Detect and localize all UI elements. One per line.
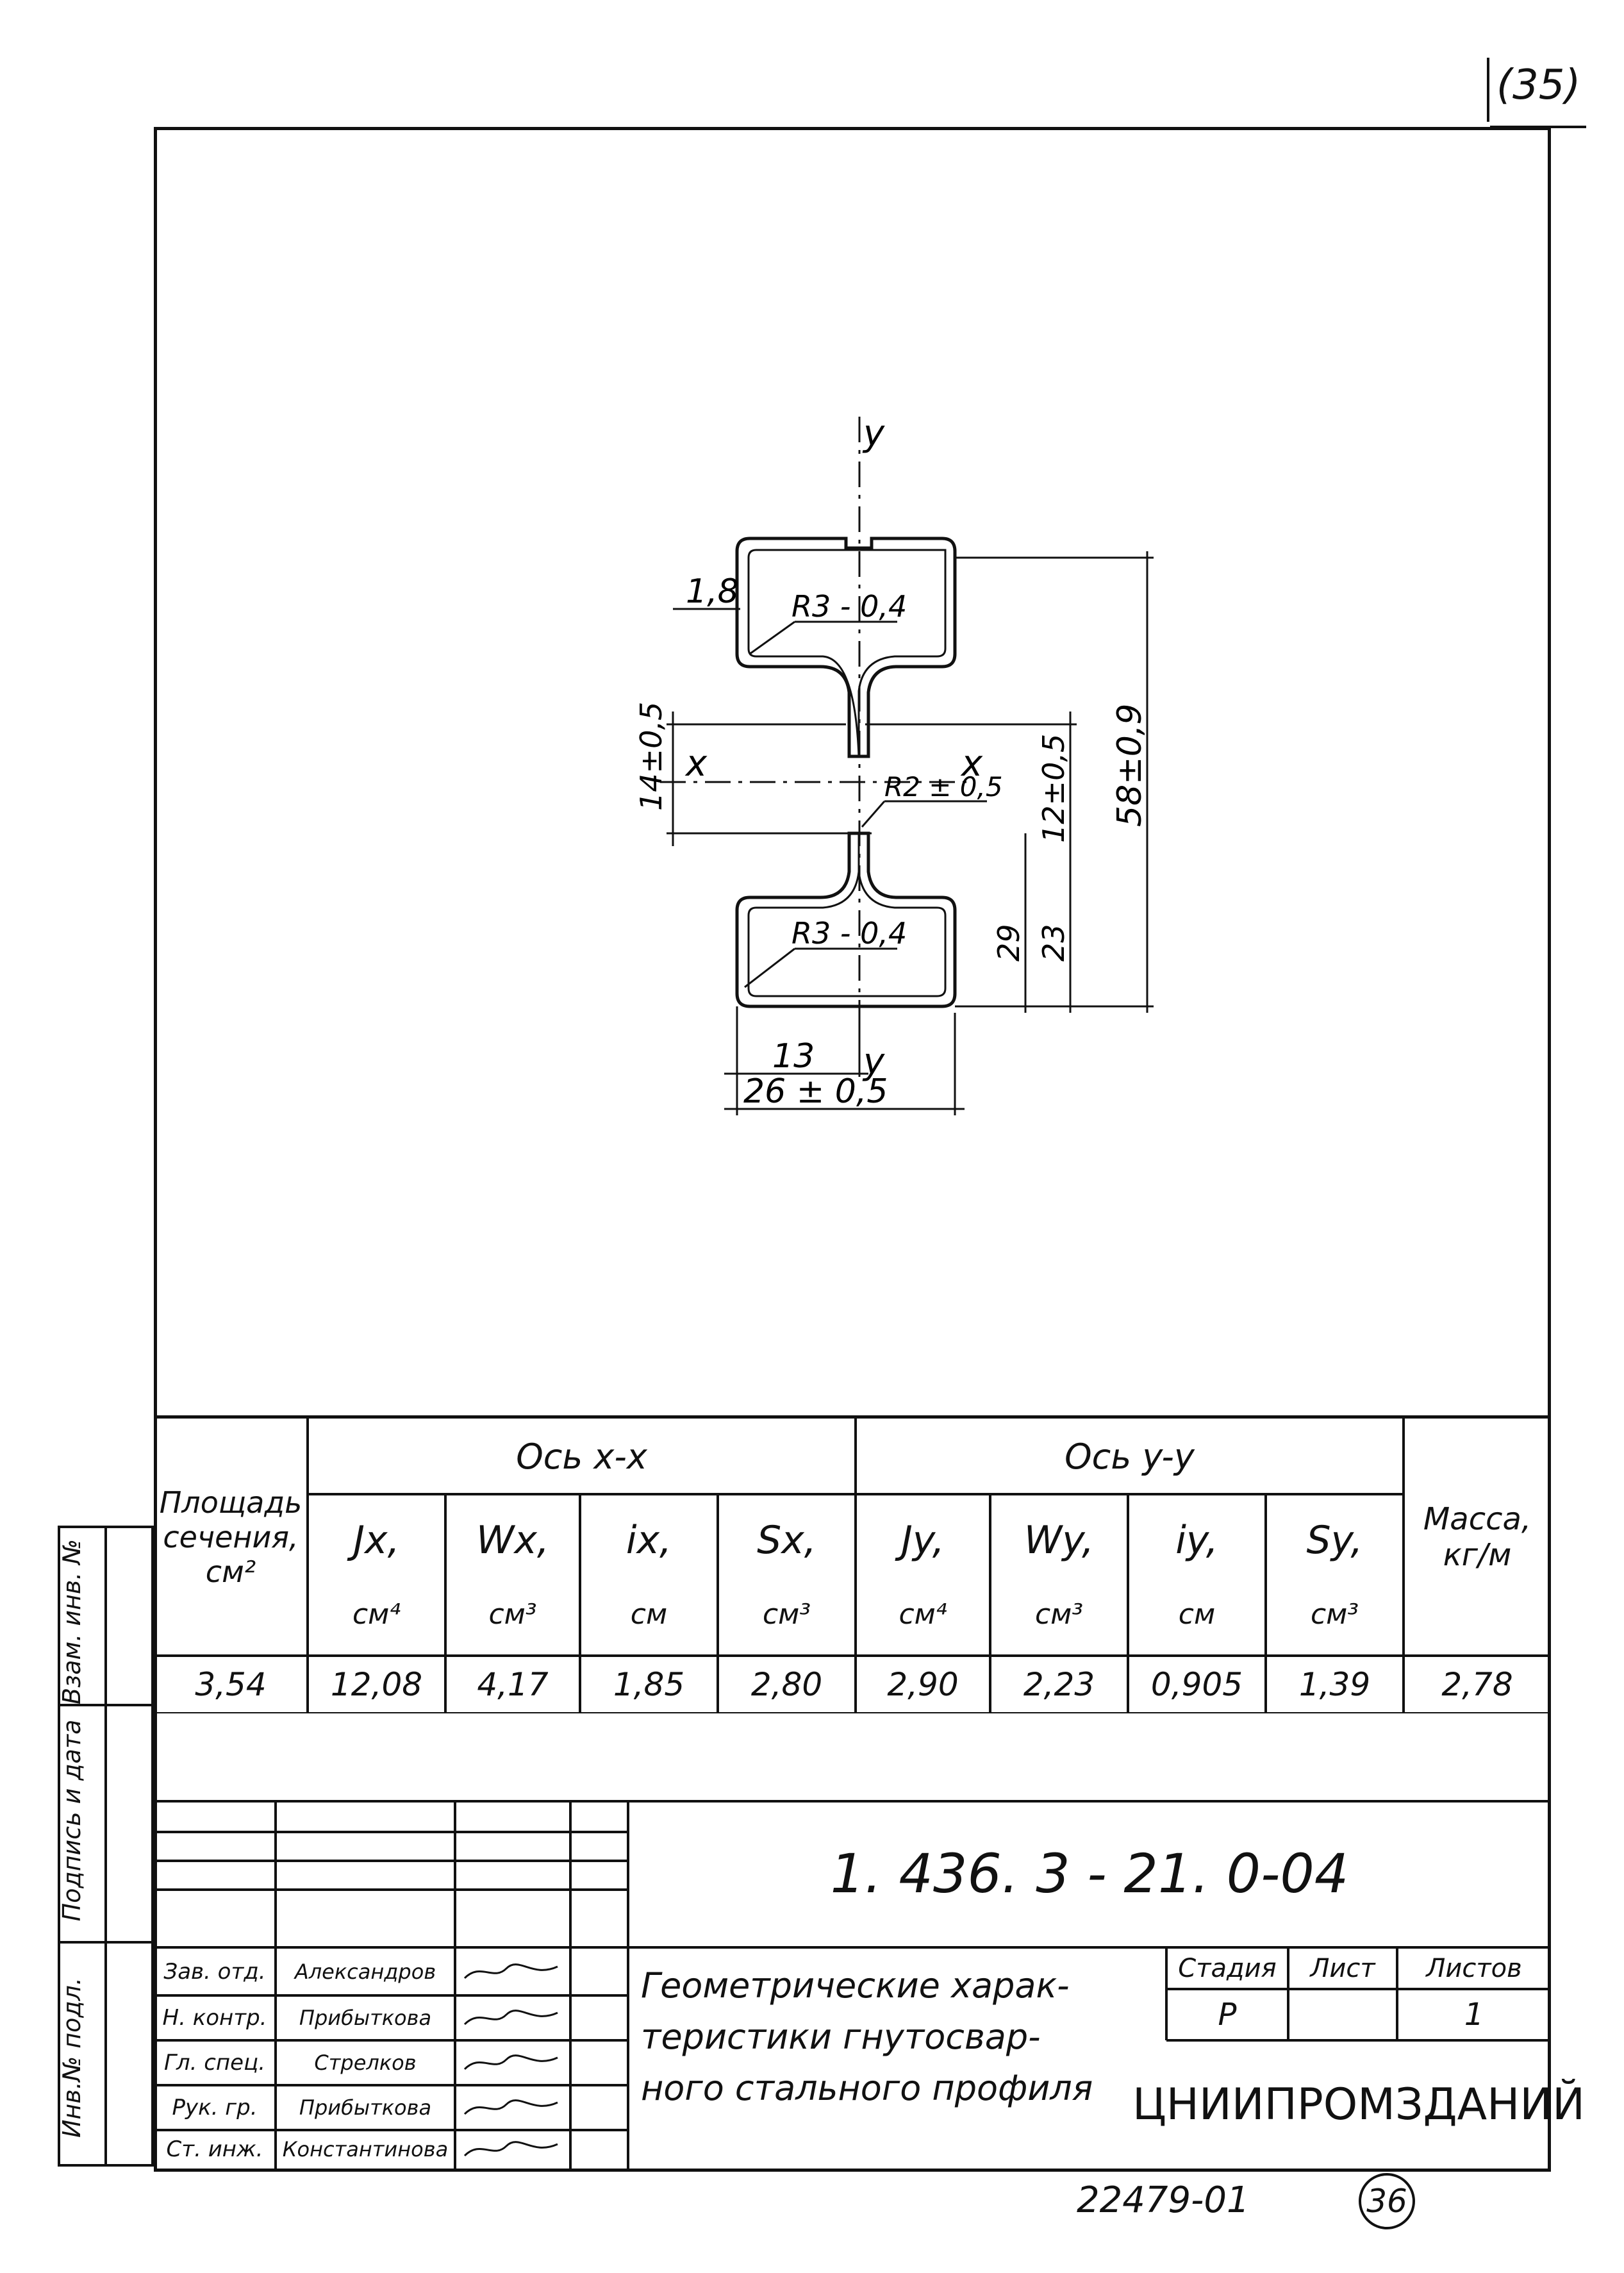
- sheet-number-mark: [1487, 58, 1489, 122]
- side-stamp: Взам. инв. № Подпись и дата Инв.№ подл.: [58, 1526, 154, 2167]
- bottom-number: 22479-01: [1077, 2179, 1250, 2221]
- signature-0: [455, 1954, 570, 1989]
- col-unit-3: см³: [762, 1597, 811, 1631]
- dim-gap: 14±0,5: [634, 702, 668, 811]
- col-symbol-2: ix,: [626, 1518, 672, 1563]
- table-value-4: 2,80: [750, 1666, 823, 1703]
- table-value-3: 1,85: [613, 1666, 685, 1703]
- table-value-0: 3,54: [195, 1666, 267, 1703]
- table-value-1: 12,08: [330, 1666, 423, 1703]
- name-3: Прибыткова: [299, 2095, 432, 2120]
- col-unit-2: см: [630, 1597, 668, 1631]
- signature-3: [455, 2092, 570, 2124]
- dim-height: 58±0,9: [1111, 704, 1149, 827]
- col-symbol-0: Jx,: [353, 1518, 400, 1563]
- dim-neck: 12±0,5: [1036, 734, 1071, 843]
- table-value-7: 0,905: [1150, 1666, 1243, 1703]
- dim-radius-bottom: R3 - 0,4: [791, 916, 907, 951]
- col-symbol-6: iy,: [1175, 1518, 1218, 1563]
- title-line-2: теристики гнутосвар-: [641, 2017, 1041, 2057]
- col-unit-5: см³: [1034, 1597, 1084, 1631]
- table-blank-row: [154, 1710, 1551, 1803]
- col-symbol-4: Jy,: [901, 1518, 945, 1563]
- table-value-8: 1,39: [1298, 1666, 1371, 1703]
- mass-header: Масса, кг/м: [1423, 1501, 1532, 1573]
- dim-23: 23: [1036, 924, 1071, 962]
- sheets-label: Листов: [1426, 1953, 1522, 1983]
- axis-y-label-bottom: y: [862, 1041, 885, 1083]
- col-unit-6: см: [1178, 1597, 1216, 1631]
- name-2: Стрелков: [314, 2051, 417, 2075]
- role-3: Рук. гр.: [172, 2095, 258, 2120]
- role-4: Ст. инж.: [166, 2136, 263, 2162]
- col-symbol-1: Wx,: [476, 1518, 549, 1563]
- axis-x-header: Ось x-x: [516, 1436, 647, 1477]
- col-symbol-7: Sy,: [1306, 1518, 1363, 1563]
- dim-29: 29: [991, 924, 1026, 962]
- role-2: Гл. спец.: [163, 2050, 266, 2076]
- col-symbol-5: Wy,: [1023, 1518, 1095, 1563]
- table-value-2: 4,17: [477, 1666, 549, 1703]
- name-1: Прибыткова: [299, 2006, 432, 2030]
- stage-label: Стадия: [1178, 1953, 1277, 1983]
- stage-value: Р: [1218, 1997, 1237, 2033]
- col-unit-7: см³: [1310, 1597, 1359, 1631]
- title-block: 1. 436. 3 - 21. 0-04 Зав. отд. Александро…: [154, 1800, 1586, 2169]
- col-unit-1: см³: [488, 1597, 537, 1631]
- sheets-value: 1: [1464, 1997, 1484, 2033]
- document-code: 1. 436. 3 - 21. 0-04: [830, 1842, 1349, 1905]
- sheet-label: Лист: [1310, 1953, 1375, 1983]
- dim-half-width: 13: [772, 1037, 815, 1076]
- bottom-circle: 36: [1359, 2173, 1415, 2229]
- role-0: Зав. отд.: [163, 1958, 266, 1985]
- axis-y-header: Ось y-y: [1065, 1436, 1195, 1477]
- characteristics-table: Площадь сечения, см² Ось x-x Ось y-y Мас…: [154, 1415, 1551, 1713]
- signature-4: [455, 2136, 570, 2162]
- dim-thickness: 1,8: [686, 572, 739, 611]
- axis-y-label-top: y: [862, 413, 885, 454]
- title-line-1: Геометрические харак-: [641, 1965, 1070, 2006]
- sheet-value: [1288, 1989, 1397, 2040]
- side-stamp-inv-repl: Взам. инв. №: [58, 1539, 86, 1705]
- dim-width: 26 ± 0,5: [743, 1072, 888, 1111]
- organization: ЦНИИПРОМЗДАНИЙ: [1132, 2079, 1586, 2130]
- signature-2: [455, 2047, 570, 2079]
- col-unit-0: см⁴: [352, 1597, 401, 1631]
- table-grid: [154, 1419, 1551, 1713]
- name-4: Константинова: [282, 2137, 449, 2161]
- dim-radius-mid: R2 ± 0,5: [884, 771, 1003, 803]
- title-line-3: ного стального профиля: [641, 2068, 1093, 2108]
- axis-x-label-left: x: [684, 743, 708, 785]
- area-header: Площадь сечения, см²: [159, 1485, 302, 1589]
- document-title: Геометрические харак- теристики гнутосва…: [641, 1960, 1154, 2165]
- name-0: Александров: [294, 1959, 436, 1984]
- axis-x-label-right: x: [960, 743, 983, 785]
- dim-radius-top: R3 - 0,4: [791, 589, 907, 624]
- side-stamp-inv-orig: Инв.№ подл.: [58, 1977, 86, 2138]
- table-value-6: 2,23: [1023, 1666, 1095, 1703]
- side-stamp-sign-date: Подпись и дата: [58, 1719, 86, 1922]
- role-1: Н. контр.: [162, 2005, 267, 2031]
- drawing-frame: [154, 127, 1551, 2172]
- table-value-5: 2,90: [887, 1666, 959, 1703]
- profile-drawing: y y x x 1,8 R3 - 0,4 R2 ± 0,5 R3 - 0,4 1…: [634, 413, 1154, 1115]
- signature-1: [455, 2002, 570, 2034]
- table-value-9: 2,78: [1441, 1666, 1513, 1703]
- sheet-number: (35): [1496, 62, 1581, 109]
- col-symbol-3: Sx,: [757, 1518, 816, 1563]
- col-unit-4: см⁴: [899, 1597, 947, 1631]
